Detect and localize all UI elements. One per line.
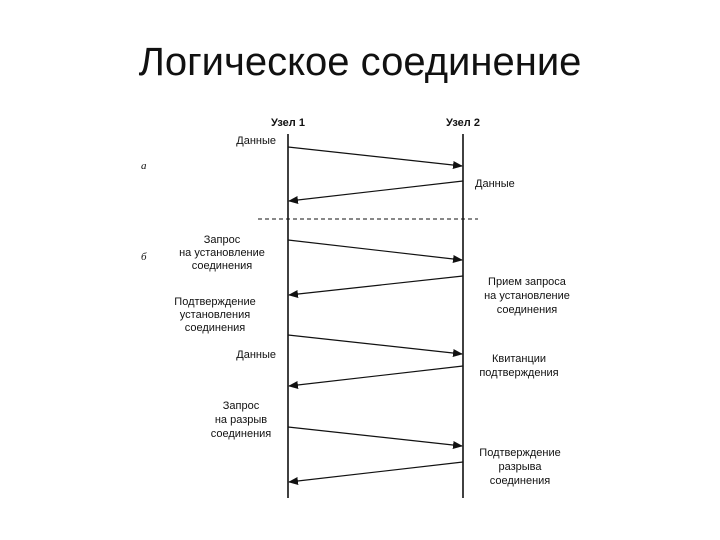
label-request-1: Запрос [204, 234, 241, 246]
label-break-confirm-2: разрыва [498, 461, 542, 473]
label-ack-1: Квитанции [492, 353, 546, 365]
arrow-data-3 [287, 334, 463, 357]
arrow-break-request [287, 426, 463, 449]
label-break-confirm-3: соединения [490, 475, 551, 487]
page-title: Логическое соединение [138, 40, 582, 84]
label-confirm-2: установления [180, 309, 250, 321]
arrow-break-confirm [288, 461, 464, 485]
label-break-1: Запрос [223, 400, 260, 412]
label-confirm-1: Подтверждение [174, 296, 255, 308]
label-data-3: Данные [236, 349, 276, 361]
label-confirm-3: соединения [185, 322, 246, 334]
label-receive-2: на установление [484, 290, 570, 302]
section-a-label: а [141, 160, 147, 172]
label-request-3: соединения [192, 260, 253, 272]
node2-label: Узел 2 [446, 117, 480, 129]
label-receive-1: Прием запроса [488, 276, 567, 288]
arrow-connect-confirm [288, 275, 464, 298]
label-ack-2: подтверждения [479, 367, 558, 379]
section-b-label: б [141, 251, 147, 263]
arrow-ack [288, 365, 464, 389]
label-break-confirm-1: Подтверждение [479, 447, 560, 459]
arrow-data-1 [287, 146, 463, 169]
label-receive-3: соединения [497, 304, 558, 316]
label-break-2: на разрыв [215, 414, 267, 426]
arrow-connect-request [287, 239, 463, 263]
label-data-2: Данные [475, 178, 515, 190]
arrow-data-2 [288, 180, 464, 204]
node1-label: Узел 1 [271, 117, 305, 129]
label-request-2: на установление [179, 247, 265, 259]
label-break-3: соединения [211, 428, 272, 440]
label-data-1: Данные [236, 135, 276, 147]
